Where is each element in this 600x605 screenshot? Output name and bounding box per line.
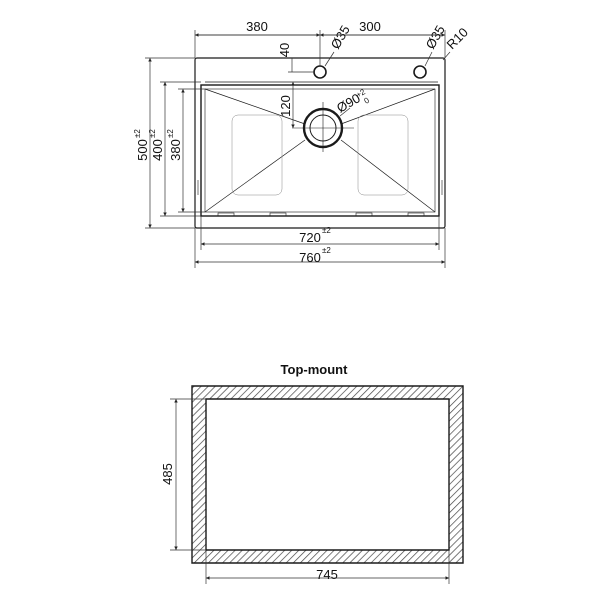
tap-hole-left (313, 65, 327, 79)
dim-drain-offset: 120 (278, 95, 293, 117)
bottom-pad-right (357, 114, 409, 196)
dim-tap-hole-right: Ø35 (423, 23, 448, 52)
foot-3 (355, 212, 373, 217)
foot-2 (269, 212, 287, 217)
cutout-title: Top-mount (281, 362, 349, 377)
dim-depth-mid: 400 (150, 139, 165, 161)
dim-width-inner: 720 (299, 230, 321, 245)
dim-tap-offset: 40 (277, 43, 292, 57)
dim-top-right-width: 300 (359, 19, 381, 34)
top-view-labels: 380 300 40 Ø35 Ø35 R10 120 Ø90 +2 0 500 … (133, 19, 471, 265)
tol-depth-mid: ±2 (148, 129, 157, 138)
slope-line-br (340, 139, 436, 213)
foot-4 (407, 212, 425, 217)
cutout-dimension-lines (170, 398, 450, 584)
tol-width-inner: ±2 (322, 226, 331, 235)
cutout-frame (191, 385, 464, 564)
tol-drain-minus: 0 (363, 95, 372, 105)
tap-hole-right (413, 65, 427, 79)
cutout-hatched-border (191, 385, 464, 564)
tol-width-outer: ±2 (322, 246, 331, 255)
dim-corner-radius: R10 (444, 25, 471, 52)
slope-line-bl (204, 139, 306, 213)
top-view-dimension-lines (145, 30, 451, 268)
tol-depth-outer: ±2 (133, 129, 142, 138)
dim-depth-inner: 380 (168, 139, 183, 161)
dim-top-left-width: 380 (246, 19, 268, 34)
dim-width-outer: 760 (299, 250, 321, 265)
sink-bowl (200, 84, 440, 217)
dim-tap-hole-left: Ø35 (328, 23, 353, 52)
dim-cutout-height: 485 (160, 463, 175, 485)
tol-depth-inner: ±2 (166, 129, 175, 138)
sink-bowl-inner (204, 88, 436, 213)
sink-outer-rim (194, 57, 446, 229)
sink-top-view (194, 57, 446, 229)
dim-depth-outer: 500 (135, 139, 150, 161)
slope-line-tr (340, 88, 436, 125)
dim-cutout-width: 745 (316, 567, 338, 582)
foot-1 (217, 212, 235, 217)
bottom-pad-left (231, 114, 283, 196)
slope-line-tl (204, 88, 306, 125)
